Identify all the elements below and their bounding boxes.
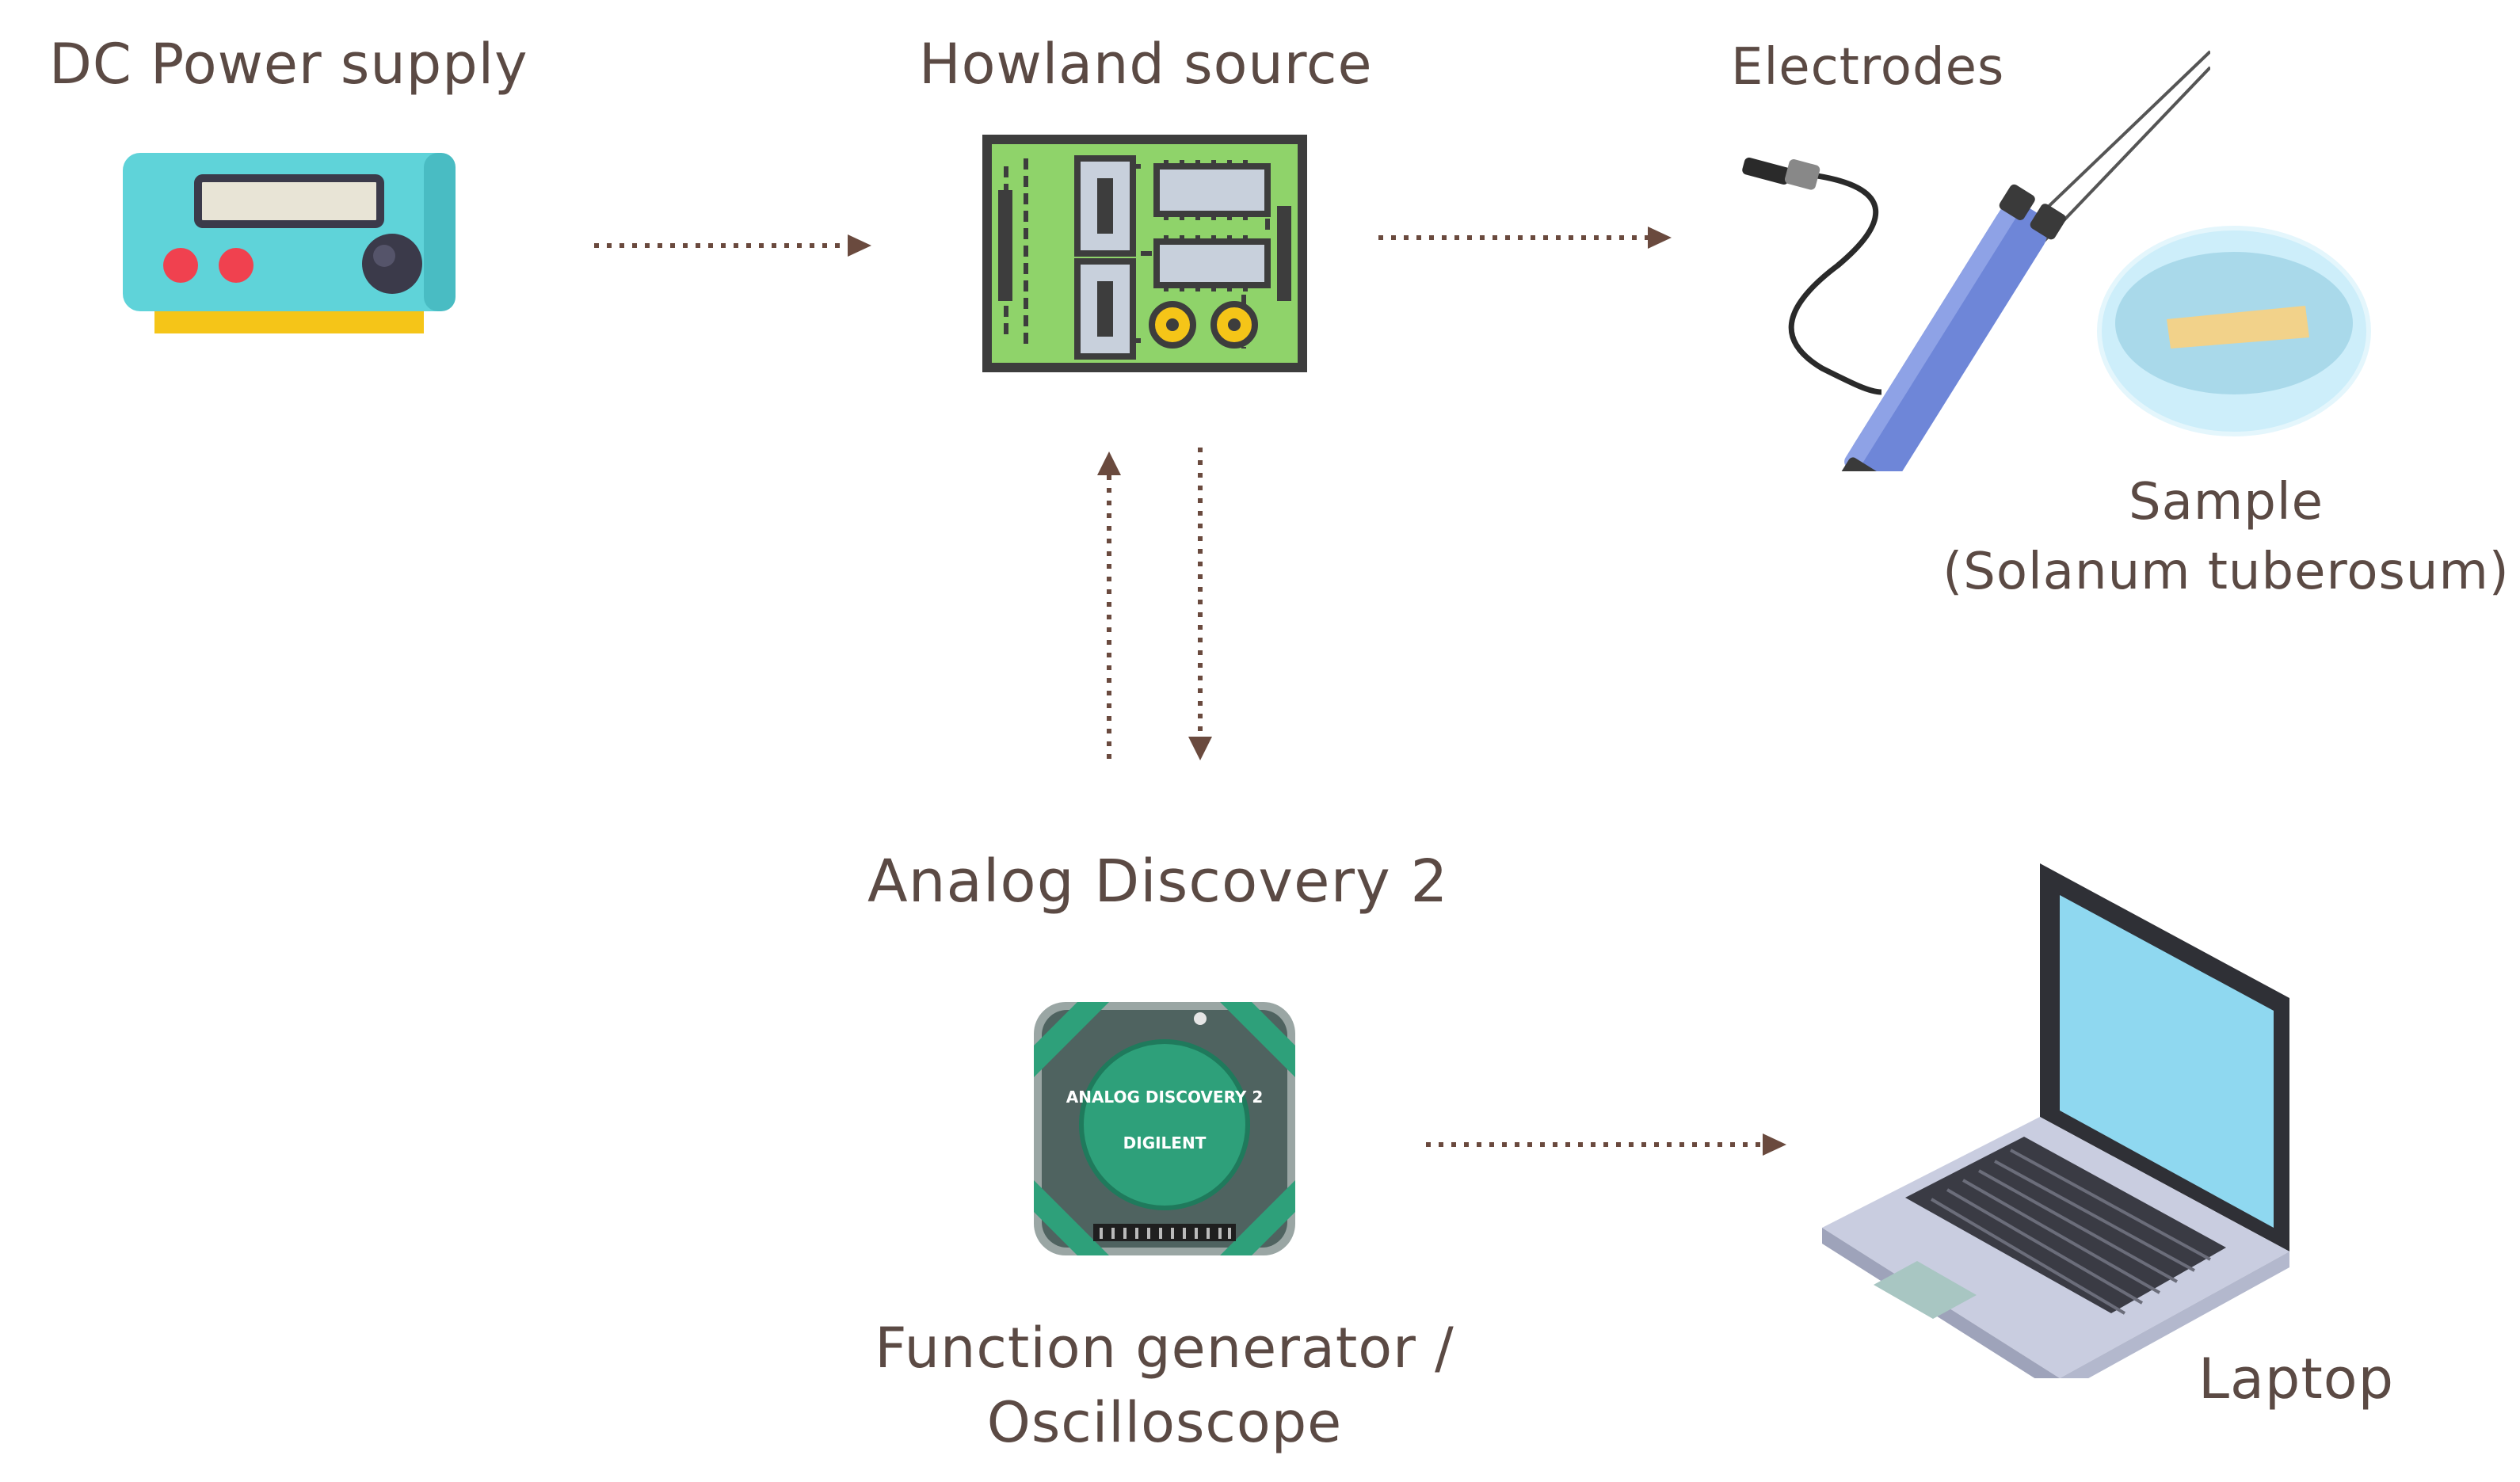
analog-discovery-icon: ANALOG DISCOVERY 2 DIGILENT (1034, 1002, 1295, 1255)
power-supply-knob (362, 234, 422, 294)
electrodes-icon (1742, 50, 2210, 471)
pcb-chip-2 (1074, 258, 1136, 360)
electrode-tube (1850, 204, 2048, 471)
arrow-howland-to-ad2 (1188, 448, 1212, 760)
ad2-badge (1081, 1042, 1248, 1208)
laptop-label: Laptop (2198, 1347, 2395, 1412)
laptop-keyboard (1905, 1137, 2226, 1313)
laptop-trackpad (1874, 1261, 1977, 1319)
function-generator-label: Function generator / Oscilloscope (840, 1311, 1489, 1460)
power-supply-button-left (163, 248, 198, 283)
laptop-screen (2060, 895, 2274, 1228)
digilent-logo-text: DIGILENT (1123, 1133, 1207, 1152)
power-supply-icon (123, 153, 456, 333)
analog-discovery-label: Analog Discovery 2 (867, 848, 1449, 916)
electrodes-label: Electrodes (1731, 38, 2005, 97)
sample-label: Sample (Solanum tuberosum) (1933, 467, 2519, 607)
sample-label-line2: (Solanum tuberosum) (1942, 543, 2510, 601)
arrow-power-to-howland (594, 234, 871, 257)
arrow-ad2-to-laptop (1426, 1133, 1786, 1156)
pcb-icon (982, 135, 1307, 372)
sample-label-line1: Sample (2129, 473, 2324, 531)
laptop-icon (1822, 863, 2289, 1378)
function-label-line2: Oscilloscope (986, 1390, 1343, 1455)
function-label-line1: Function generator / (875, 1316, 1454, 1381)
howland-source-label: Howland source (919, 32, 1373, 97)
power-supply-display (194, 174, 384, 228)
power-supply-button-right (219, 248, 254, 283)
dc-power-supply-label: DC Power supply (49, 32, 528, 97)
ad2-logo-text: ANALOG DISCOVERY 2 (1066, 1088, 1264, 1107)
pcb-chip-3 (1153, 163, 1271, 217)
sample-dish-icon (2097, 226, 2371, 436)
potato-slice (2167, 306, 2309, 349)
pcb-chip-4 (1153, 238, 1271, 288)
arrow-howland-to-electrodes (1378, 227, 1672, 249)
arrow-ad2-to-howland (1097, 451, 1121, 764)
